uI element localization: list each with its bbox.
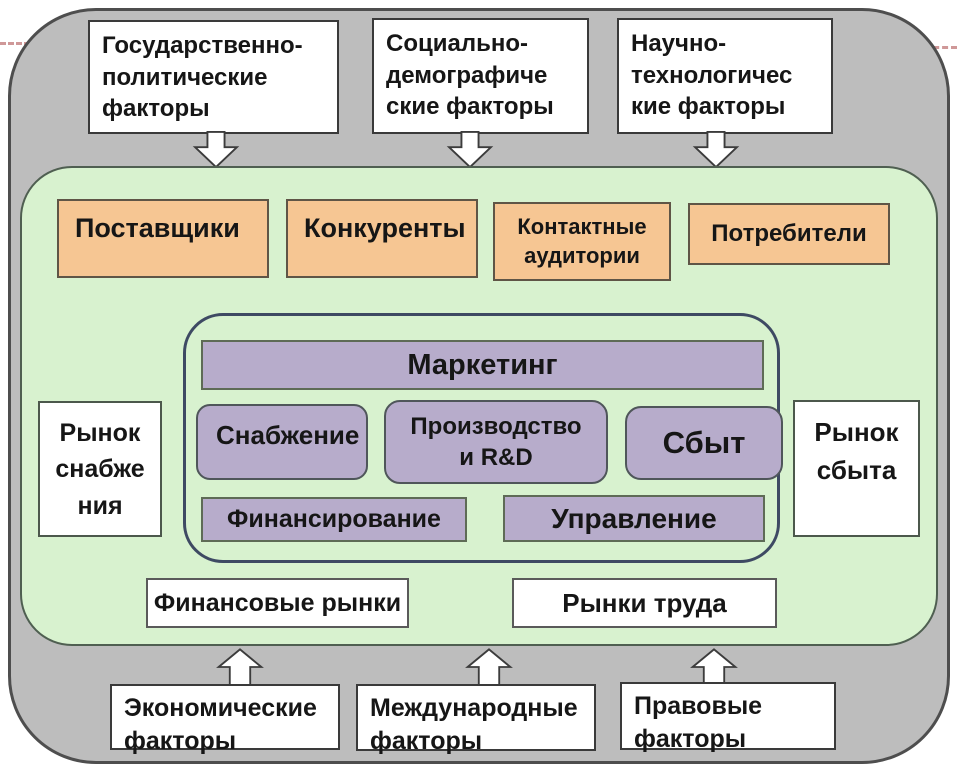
firm-unit-supply: Снабжение [196, 404, 368, 480]
down-arrow-icon [446, 131, 494, 169]
firm-unit-financing: Финансирование [201, 497, 467, 542]
unit-label: Производство и R&D [410, 412, 582, 471]
factor-label: Научно- технологичес кие факторы [631, 30, 793, 121]
market-box-supply: Рынок снабже ния [38, 401, 162, 537]
actor-label: Конкуренты [304, 213, 466, 243]
market-box-labor: Рынки труда [512, 578, 777, 628]
market-label: Рынки труда [562, 587, 727, 618]
dashed-line-left [0, 42, 46, 45]
factor-box-economic: Экономические факторы [110, 684, 340, 755]
actor-label: Поставщики [75, 213, 240, 243]
market-label: Рынок снабже ния [55, 419, 145, 520]
up-arrow-icon [216, 648, 264, 687]
factor-box-sci-tech: Научно- технологичес кие факторы [617, 18, 833, 134]
actor-label: Потребители [711, 220, 867, 247]
actor-box-contact-audiences: Контактные аудитории [493, 202, 671, 281]
firm-unit-sales: Сбыт [625, 406, 783, 480]
up-arrow-icon [465, 648, 513, 687]
firm-unit-management: Управление [503, 495, 765, 542]
factor-label: Государственно- политические факторы [102, 32, 303, 123]
actor-box-consumers: Потребители [688, 203, 890, 265]
market-label: Финансовые рынки [153, 588, 402, 617]
unit-label: Сбыт [662, 425, 746, 460]
actor-box-competitors: Конкуренты [286, 199, 478, 278]
actor-label: Контактные аудитории [517, 213, 647, 268]
down-arrow-icon [692, 131, 740, 169]
factor-label: Экономические факторы [124, 694, 317, 755]
firm-unit-marketing: Маркетинг [201, 340, 764, 390]
factor-label: Правовые факторы [634, 692, 763, 753]
firm-unit-production-rnd: Производство и R&D [384, 400, 608, 484]
market-box-financial: Финансовые рынки [146, 578, 409, 628]
factor-label: Международные факторы [370, 694, 578, 755]
unit-label: Управление [551, 502, 717, 534]
actor-box-suppliers: Поставщики [57, 199, 269, 278]
down-arrow-icon [192, 131, 240, 169]
factor-box-socio-demographic: Социально- демографиче ские факторы [372, 18, 589, 134]
unit-label: Финансирование [227, 505, 441, 533]
factor-box-international: Международные факторы [356, 684, 596, 755]
factor-label: Социально- демографиче ские факторы [386, 30, 554, 121]
market-label: Рынок сбыта [814, 417, 899, 485]
up-arrow-icon [690, 648, 738, 687]
market-box-sales: Рынок сбыта [793, 400, 920, 537]
unit-label: Снабжение [216, 420, 360, 450]
unit-label: Маркетинг [407, 348, 558, 381]
factor-box-state-political: Государственно- политические факторы [88, 20, 339, 134]
factor-box-legal: Правовые факторы [620, 682, 836, 753]
